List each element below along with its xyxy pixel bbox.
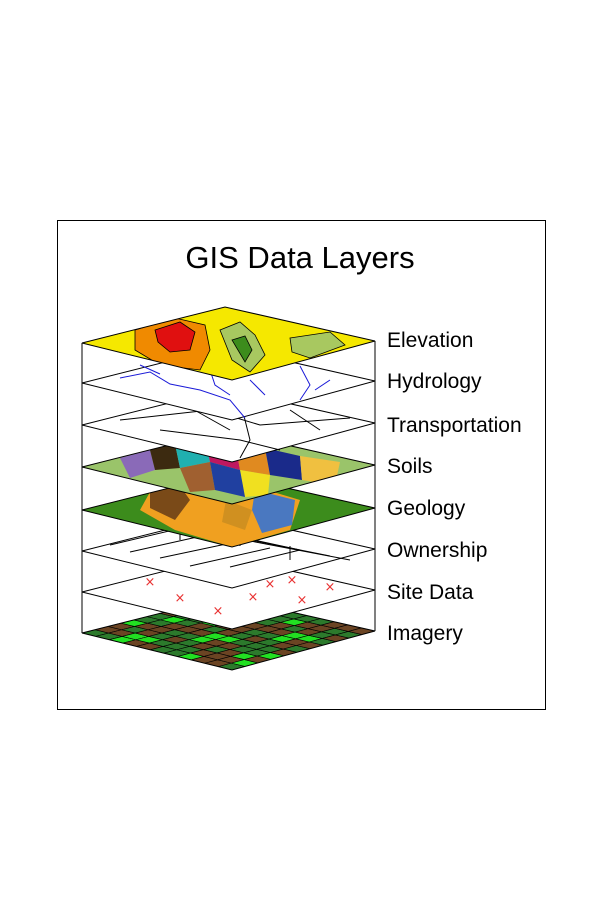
site-marker-icon: × bbox=[175, 591, 186, 606]
label-elevation: Elevation bbox=[387, 329, 474, 352]
label-soils: Soils bbox=[387, 455, 433, 478]
site-marker-icon: × bbox=[325, 580, 336, 595]
layer-geology bbox=[81, 473, 376, 548]
site-marker-icon: × bbox=[248, 590, 259, 605]
label-ownership: Ownership bbox=[387, 539, 488, 562]
label-geology: Geology bbox=[387, 497, 466, 520]
label-transportation: Transportation bbox=[387, 414, 522, 437]
layer-ownership bbox=[81, 514, 376, 589]
site-marker-icon: × bbox=[265, 577, 276, 592]
diagram-title: GIS Data Layers bbox=[185, 240, 415, 275]
label-site-data: Site Data bbox=[387, 581, 474, 604]
site-marker-icon: × bbox=[145, 575, 156, 590]
site-marker-icon: × bbox=[287, 573, 298, 588]
site-marker-icon: × bbox=[297, 593, 308, 608]
layer-elevation bbox=[81, 306, 376, 381]
label-hydrology: Hydrology bbox=[387, 370, 482, 393]
site-marker-icon: × bbox=[213, 604, 224, 619]
label-imagery: Imagery bbox=[387, 622, 463, 645]
